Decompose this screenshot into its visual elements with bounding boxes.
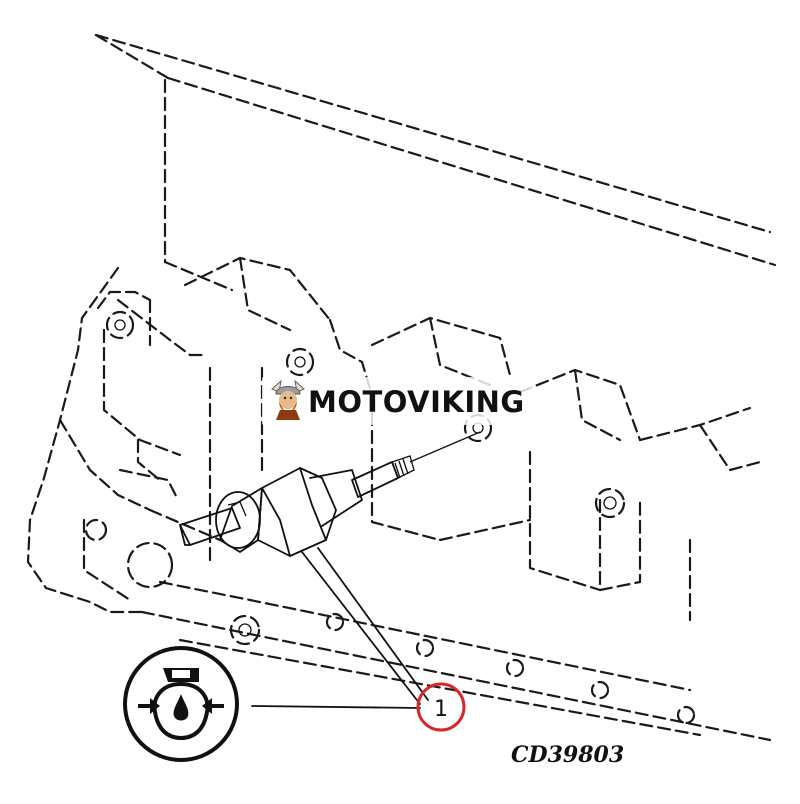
callout-ring <box>416 682 466 732</box>
viking-mascot-icon <box>271 379 305 420</box>
watermark-text: MOTOVIKING <box>308 385 525 419</box>
callout-leaders <box>251 547 429 709</box>
bolt-holes <box>84 310 696 725</box>
drawing-id: CD39803 <box>511 742 624 768</box>
callout-1: 1 <box>416 682 466 732</box>
callout-number: 1 <box>434 697 448 722</box>
oil-pressure-sensor <box>179 431 481 557</box>
motoviking-watermark: MOTOVIKING <box>262 377 534 425</box>
oil-pressure-symbol-icon <box>123 646 239 762</box>
